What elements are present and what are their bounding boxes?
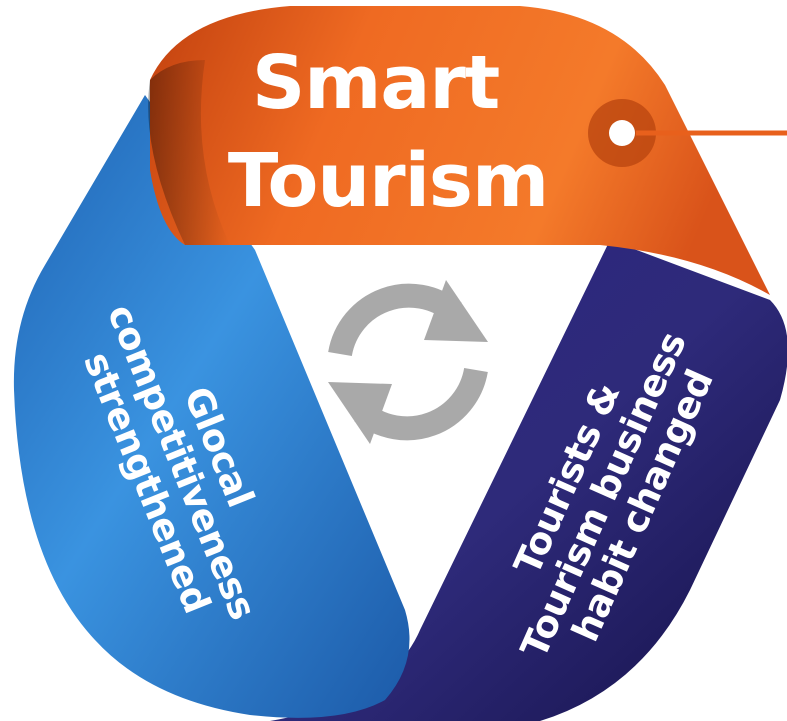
top-ribbon [150, 6, 770, 295]
top-label: Smart Tourism [228, 40, 548, 224]
connector-dot [609, 120, 635, 146]
top-label-line-2: Tourism [228, 138, 548, 224]
right-ribbon [270, 240, 787, 721]
top-label-line-1: Smart [252, 40, 499, 126]
top-ribbon-fold-shade [148, 60, 230, 245]
left-ribbon [13, 95, 410, 718]
cycle-arrows-icon [328, 280, 488, 444]
